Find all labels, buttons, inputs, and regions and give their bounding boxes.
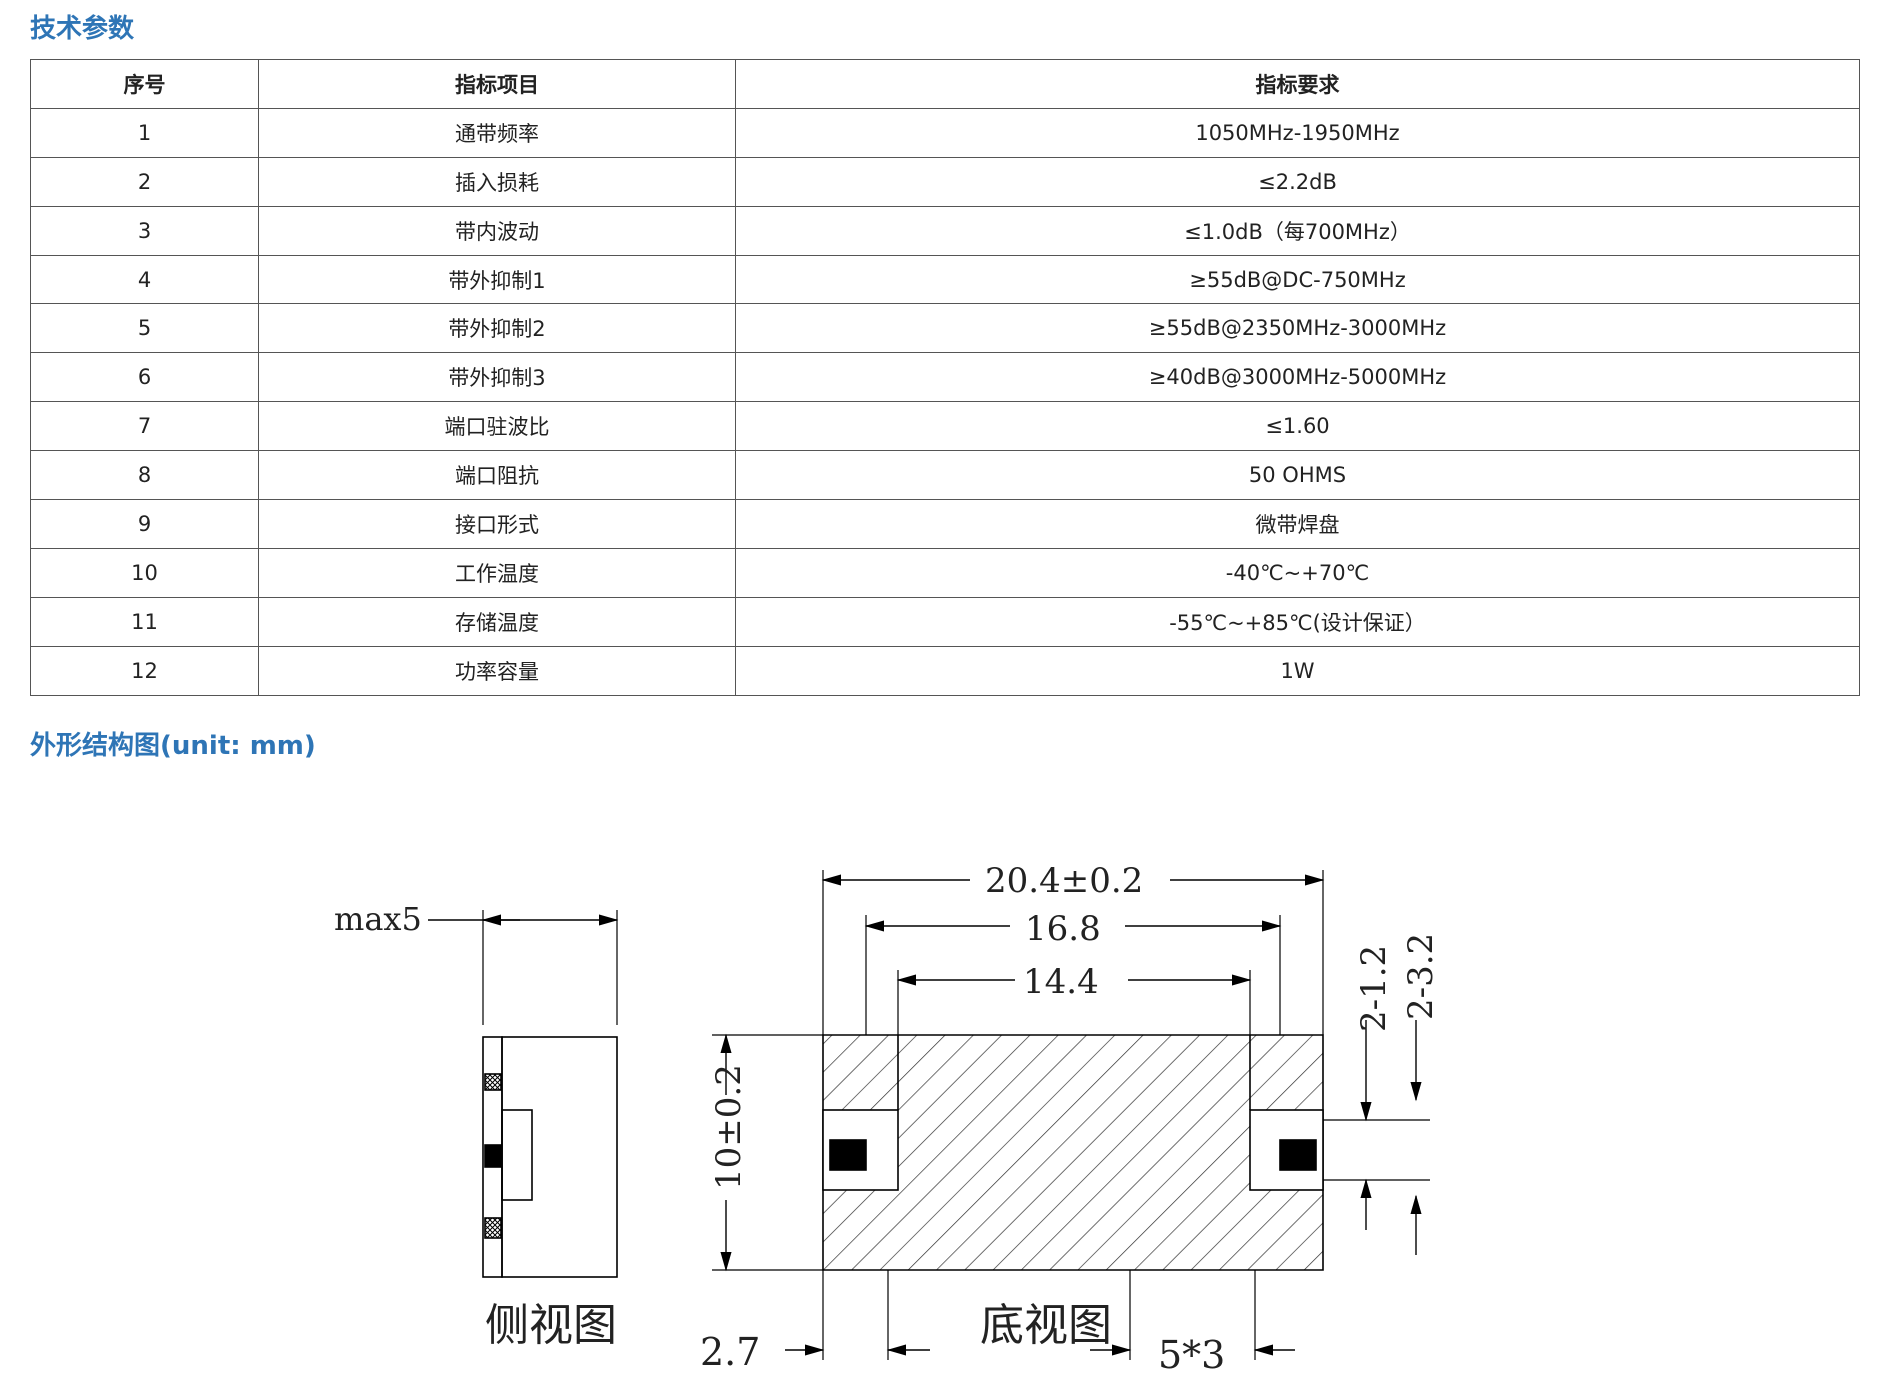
header-requirement: 指标要求	[735, 59, 1860, 109]
cell-index: 1	[30, 107, 259, 158]
section-title-specs: 技术参数	[30, 14, 135, 44]
dim-pad-1: 2-1.2	[1354, 945, 1394, 1032]
cell-item: 工作温度	[258, 547, 736, 598]
cell-index: 3	[30, 205, 259, 256]
cell-requirement: 50 OHMS	[735, 450, 1860, 501]
outline-drawing: max5 侧视图	[334, 861, 1441, 1377]
cell-requirement: ≥55dB@DC-750MHz	[735, 254, 1860, 305]
cell-requirement: ≥40dB@3000MHz-5000MHz	[735, 352, 1860, 403]
cell-index: 12	[30, 645, 259, 696]
cell-item: 功率容量	[258, 645, 736, 696]
table-header-row: 序号 指标项目 指标要求	[30, 59, 1860, 109]
cell-index: 6	[30, 352, 259, 403]
cell-item: 带外抑制2	[258, 303, 736, 354]
cell-item: 接口形式	[258, 499, 736, 549]
cell-requirement: 微带焊盘	[735, 499, 1860, 549]
cell-requirement: 1050MHz-1950MHz	[735, 107, 1860, 158]
side-view	[428, 910, 619, 1278]
cell-item: 带外抑制1	[258, 254, 736, 305]
cell-requirement: 1W	[735, 645, 1860, 696]
cell-index: 7	[30, 401, 259, 452]
bottom-view	[822, 1034, 1324, 1271]
dimension-lines	[712, 870, 1430, 1360]
cell-item: 端口阻抗	[258, 450, 736, 501]
header-item: 指标项目	[258, 59, 736, 109]
cell-index: 11	[30, 596, 259, 647]
cell-requirement: -55℃~+85℃(设计保证）	[735, 596, 1860, 647]
cell-index: 8	[30, 450, 259, 501]
dim-width-2: 16.8	[1025, 909, 1101, 949]
cell-index: 2	[30, 156, 259, 207]
header-index: 序号	[30, 59, 259, 109]
cell-requirement: ≤1.0dB（每700MHz）	[735, 205, 1860, 256]
cell-item: 端口驻波比	[258, 401, 736, 452]
cell-index: 10	[30, 547, 259, 598]
cell-item: 通带频率	[258, 107, 736, 158]
cell-requirement: -40℃~+70℃	[735, 547, 1860, 598]
dim-edge: 2.7	[700, 1330, 760, 1374]
max-height-label: max5	[334, 900, 422, 938]
cell-item: 带外抑制3	[258, 352, 736, 403]
section-title-outline: 外形结构图(unit: mm)	[30, 731, 316, 761]
cell-requirement: ≤1.60	[735, 401, 1860, 452]
cell-requirement: ≥55dB@2350MHz-3000MHz	[735, 303, 1860, 354]
cell-item: 存储温度	[258, 596, 736, 647]
dim-width-3: 14.4	[1023, 962, 1099, 1002]
cell-item: 插入损耗	[258, 156, 736, 207]
cell-index: 4	[30, 254, 259, 305]
bottom-view-caption: 底视图	[980, 1300, 1112, 1351]
cell-index: 9	[30, 499, 259, 549]
dim-total-width: 20.4±0.2	[985, 861, 1143, 901]
cell-index: 5	[30, 303, 259, 354]
dim-pad-2: 2-3.2	[1401, 933, 1441, 1020]
side-view-caption: 侧视图	[485, 1300, 617, 1351]
cell-item: 带内波动	[258, 205, 736, 256]
dim-height: 10±0.2	[709, 1064, 749, 1190]
dim-pitch: 5*3	[1158, 1333, 1225, 1377]
cell-requirement: ≤2.2dB	[735, 156, 1860, 207]
